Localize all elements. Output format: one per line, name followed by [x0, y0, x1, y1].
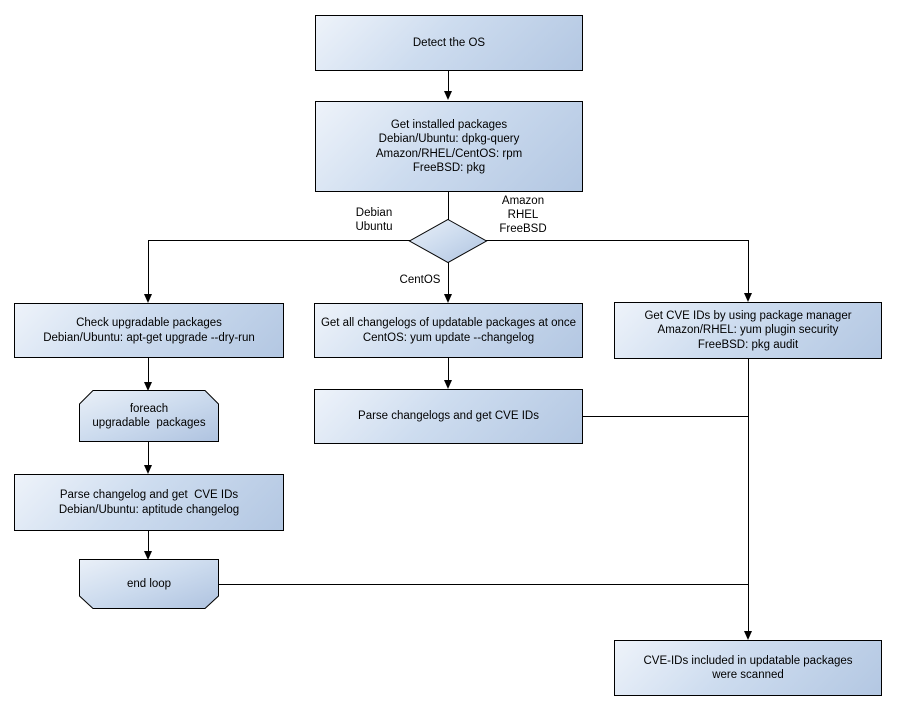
node-get-cve-ids-pkg-manager: Get CVE IDs by using package manager Ama… — [614, 302, 882, 359]
arrowhead-down-icon — [144, 465, 152, 474]
node-text: FreeBSD: pkg — [412, 162, 486, 174]
arrowhead-down-icon — [144, 551, 152, 560]
node-text: Get CVE IDs by using package manager — [644, 309, 852, 322]
node-text: Get installed packages — [390, 118, 508, 131]
node-text: Debian/Ubuntu: dpkg-query — [378, 133, 520, 145]
node-text: CentOS: yum update --changelog — [362, 331, 535, 344]
loop-text-container: foreach upgradable packages — [79, 390, 219, 442]
node-cve-ids-scanned: CVE-IDs included in updatable packages w… — [614, 640, 882, 696]
node-parse-changelog-debian: Parse changelog and get CVE IDs Debian/U… — [14, 474, 284, 531]
edge-join-to-scanned — [748, 359, 749, 631]
edge-label-line: FreeBSD — [499, 223, 547, 235]
edge-endloop-to-join — [219, 584, 748, 585]
edge-label-debian-ubuntu: Debian Ubuntu — [338, 206, 410, 234]
edge-parsechangelogs-to-join — [583, 416, 748, 417]
node-text: Amazon/RHEL: yum plugin security — [657, 324, 839, 337]
edge-decision-right-vertical — [748, 240, 749, 293]
arrowhead-down-icon — [144, 294, 152, 303]
loop-text-container: end loop — [79, 559, 219, 609]
loop-start-shape-icon — [79, 390, 219, 442]
edge-label-line: CentOS — [399, 274, 441, 286]
node-text: Parse changelogs and get CVE IDs — [358, 410, 539, 423]
node-parse-changelogs: Parse changelogs and get CVE IDs — [314, 389, 583, 444]
node-text: upgradable packages — [92, 417, 206, 429]
arrowhead-down-icon — [444, 380, 452, 389]
node-detect-os: Detect the OS — [315, 15, 583, 71]
node-os-decision — [408, 218, 488, 264]
arrowhead-down-icon — [744, 293, 752, 302]
node-end-loop: end loop — [79, 559, 219, 609]
node-foreach-loop: foreach upgradable packages — [79, 390, 219, 442]
node-text: Amazon/RHEL/CentOS: rpm — [375, 147, 523, 160]
edge-check-to-foreach — [148, 358, 149, 382]
arrowhead-down-icon — [744, 631, 752, 640]
node-text: Debian/Ubuntu: apt-get upgrade --dry-run — [43, 331, 255, 344]
edge-changelogs-to-parse — [448, 358, 449, 380]
edge-label-amazon-rhel-freebsd: Amazon RHEL FreeBSD — [487, 194, 559, 236]
node-text: Get all changelogs of updatable packages… — [320, 317, 577, 329]
edge-label-centos: CentOS — [384, 273, 456, 287]
node-text: CVE-IDs included in updatable packages — [643, 654, 853, 667]
edge-decision-left-vertical — [148, 240, 149, 294]
node-text: FreeBSD: pkg audit — [697, 338, 799, 351]
node-text: end loop — [126, 577, 172, 590]
edge-foreach-to-parse — [148, 442, 149, 465]
edge-decision-left-horizontal — [148, 240, 410, 241]
node-text: were scanned — [712, 669, 784, 681]
edge-label-line: Ubuntu — [355, 221, 393, 233]
edge-parse-to-endloop — [148, 530, 149, 551]
edge-detect-to-installed — [448, 71, 449, 92]
node-text: Parse changelog and get CVE IDs — [59, 489, 239, 501]
arrowhead-down-icon — [444, 294, 452, 303]
node-text: Check upgradable packages — [76, 317, 222, 329]
node-text: Detect the OS — [412, 36, 486, 49]
node-get-installed-packages: Get installed packages Debian/Ubuntu: dp… — [315, 101, 583, 192]
node-text: foreach — [129, 402, 169, 415]
node-text: Debian/Ubuntu: aptitude changelog — [58, 503, 240, 516]
node-check-upgradable: Check upgradable packages Debian/Ubuntu:… — [14, 303, 284, 358]
arrowhead-down-icon — [144, 382, 152, 391]
edge-decision-right-horizontal — [486, 240, 748, 241]
arrowhead-down-icon — [444, 91, 452, 100]
edge-label-line: Amazon — [501, 195, 545, 207]
diamond-shape-icon — [408, 218, 488, 264]
edge-decision-down-centos — [448, 261, 449, 294]
loop-end-shape-icon — [79, 559, 219, 609]
edge-label-line: Debian — [355, 207, 393, 219]
edge-label-line: RHEL — [507, 209, 539, 221]
edge-installed-to-decision — [448, 192, 449, 220]
node-get-all-changelogs: Get all changelogs of updatable packages… — [314, 303, 583, 358]
